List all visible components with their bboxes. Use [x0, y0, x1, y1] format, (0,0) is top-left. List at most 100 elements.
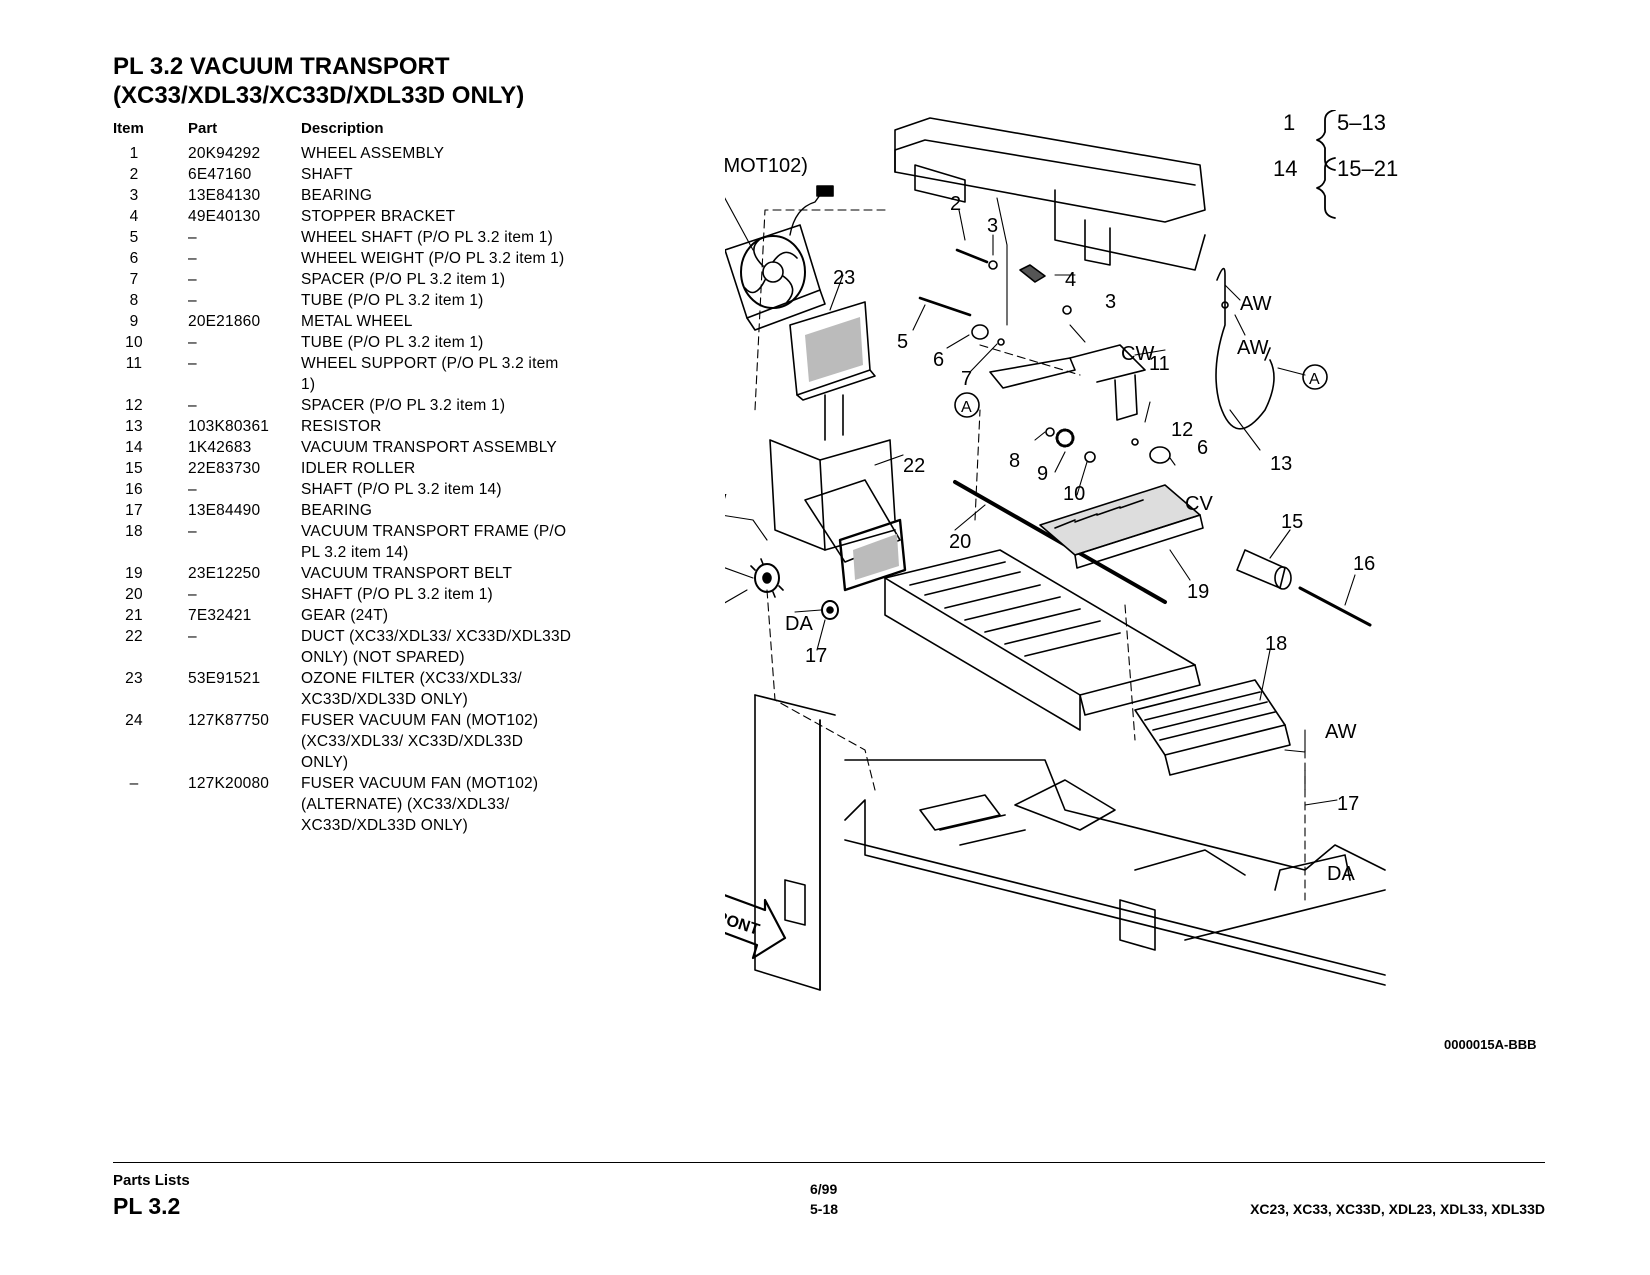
row-description: TUBE (P/O PL 3.2 item 1)	[301, 334, 484, 351]
row-item: 4	[129, 208, 139, 225]
row-description: OZONE FILTER (XC33/XDL33/ XC33D/XDL33D O…	[301, 670, 522, 708]
row-part: –	[188, 229, 197, 246]
row-description: FUSER VACUUM FAN (MOT102)(ALTERNATE) (XC…	[301, 775, 539, 834]
transport-frame	[884, 549, 1291, 776]
callout-20: 20	[949, 531, 971, 553]
row-part: 1K42683	[188, 439, 252, 456]
callout-aw-right: AW	[1325, 721, 1357, 743]
row-item: 7	[129, 271, 139, 288]
row-item: 14	[125, 439, 143, 456]
row-part: –	[188, 586, 197, 603]
footer-date: 6/99	[810, 1181, 838, 1197]
callout-8: 8	[1009, 450, 1020, 472]
footer-models: XC23, XC33, XC33D, XDL23, XDL33, XDL33D	[1250, 1201, 1545, 1217]
row-item: 23	[125, 670, 143, 687]
shaft-16	[1298, 586, 1372, 627]
callout-cw: CW	[1121, 343, 1154, 365]
legend-range-5-13: 5–13	[1337, 110, 1386, 135]
row-item: 3	[129, 187, 139, 204]
row-description: BEARING	[301, 187, 373, 204]
row-item: 17	[125, 502, 143, 519]
figure-code: 0000015A-BBB	[1444, 1037, 1537, 1052]
row-part: –	[188, 355, 197, 372]
table-row: 8–TUBE (P/O PL 3.2 item 1)	[113, 290, 573, 311]
machine-frame	[754, 694, 1386, 991]
callout-aw-upper: AW	[1240, 293, 1272, 315]
table-row: 23 53E91521 OZONE FILTER (XC33/XDL33/ XC33…	[113, 668, 573, 710]
row-description: WHEEL SUPPORT (P/O PL 3.2 item 1)	[301, 355, 559, 393]
row-item: 10	[125, 334, 143, 351]
row-part: 103K80361	[188, 418, 270, 435]
parts-table-header: Item Part Description	[113, 118, 573, 143]
row-part: 53E91521	[188, 670, 261, 687]
row-description: SHAFT (P/O PL 3.2 item 1)	[301, 586, 493, 603]
row-part: 13E84130	[188, 187, 261, 204]
row-part: –	[188, 292, 197, 309]
row-description: BEARING	[301, 502, 373, 519]
legend-braces	[1316, 110, 1336, 219]
row-part: 20K94292	[188, 145, 261, 162]
row-description: WHEEL WEIGHT (P/O PL 3.2 item 1)	[301, 250, 565, 267]
callout-3-lower: 3	[1105, 291, 1116, 313]
table-row: 22 – DUCT (XC33/XDL33/ XC33D/XDL33D ONLY) …	[113, 626, 573, 668]
row-part: 23E12250	[188, 565, 261, 582]
row-item: 15	[125, 460, 143, 477]
callout-11: 11	[1149, 353, 1170, 375]
callout-da-left: DA	[785, 613, 813, 635]
callout-24: 24 (MOT102)	[725, 155, 808, 177]
row-item: 11	[125, 355, 143, 372]
row-item: 16	[125, 481, 143, 498]
row-part: 49E40130	[188, 208, 261, 225]
row-description: VACUUM TRANSPORT BELT	[301, 565, 513, 582]
row-description: RESISTOR	[301, 418, 382, 435]
top-chassis-rail	[894, 117, 1206, 271]
table-row: 20–SHAFT (P/O PL 3.2 item 1)	[113, 584, 573, 605]
row-description: IDLER ROLLER	[301, 460, 416, 477]
table-row: 16–SHAFT (P/O PL 3.2 item 14)	[113, 479, 573, 500]
row-part: –	[188, 250, 197, 267]
header-item: Item	[113, 119, 144, 137]
footer-rule	[113, 1162, 1545, 1163]
row-description: SHAFT	[301, 166, 353, 183]
footer-section-name: Parts Lists	[113, 1172, 190, 1189]
reference-circle-a-left	[954, 392, 980, 418]
duct	[769, 394, 907, 592]
row-description: WHEEL ASSEMBLY	[301, 145, 445, 162]
front-label: FRONT	[725, 906, 762, 939]
wheel-assembly-parts	[918, 248, 1171, 464]
callout-17-right: 17	[1337, 793, 1359, 815]
row-description: WHEEL SHAFT (P/O PL 3.2 item 1)	[301, 229, 553, 246]
callout-6-right: 6	[1197, 437, 1208, 459]
table-row: 4 49E40130 STOPPER BRACKET	[113, 206, 573, 227]
reference-circle-a-right	[1302, 364, 1328, 390]
legend-item-1: 1	[1283, 110, 1295, 135]
row-item: –	[129, 775, 139, 792]
row-part: –	[188, 628, 197, 645]
row-description: STOPPER BRACKET	[301, 208, 456, 225]
reference-a-right: A	[1309, 371, 1320, 388]
row-description: FUSER VACUUM FAN (MOT102) (XC33/XDL33/ X…	[301, 712, 539, 771]
row-description: DUCT (XC33/XDL33/ XC33D/XDL33D ONLY) (NO…	[301, 628, 572, 666]
table-row: 6 – WHEEL WEIGHT (P/O PL 3.2 item 1)	[113, 248, 573, 269]
page-title-line-2: (XC33/XDL33/XC33D/XDL33D ONLY)	[113, 82, 525, 109]
row-part: 127K87750	[188, 712, 270, 729]
callout-7: 7	[961, 368, 972, 390]
callout-16: 16	[1353, 553, 1375, 575]
callout-cv: CV	[1185, 493, 1213, 515]
row-part: –	[188, 481, 197, 498]
row-item: 6	[129, 250, 139, 267]
table-row: 7–SPACER (P/O PL 3.2 item 1)	[113, 269, 573, 290]
callout-12: 12	[1171, 419, 1193, 441]
front-arrow	[725, 894, 787, 960]
table-row: 12–SPACER (P/O PL 3.2 item 1)	[113, 395, 573, 416]
table-row: 11 – WHEEL SUPPORT (P/O PL 3.2 item 1)	[113, 353, 573, 395]
header-description: Description	[301, 119, 384, 137]
table-row: 18–VACUUM TRANSPORT FRAME (P/O PL 3.2 it…	[113, 521, 573, 563]
row-item: 22	[125, 628, 143, 645]
table-row: 10–TUBE (P/O PL 3.2 item 1)	[113, 332, 573, 353]
